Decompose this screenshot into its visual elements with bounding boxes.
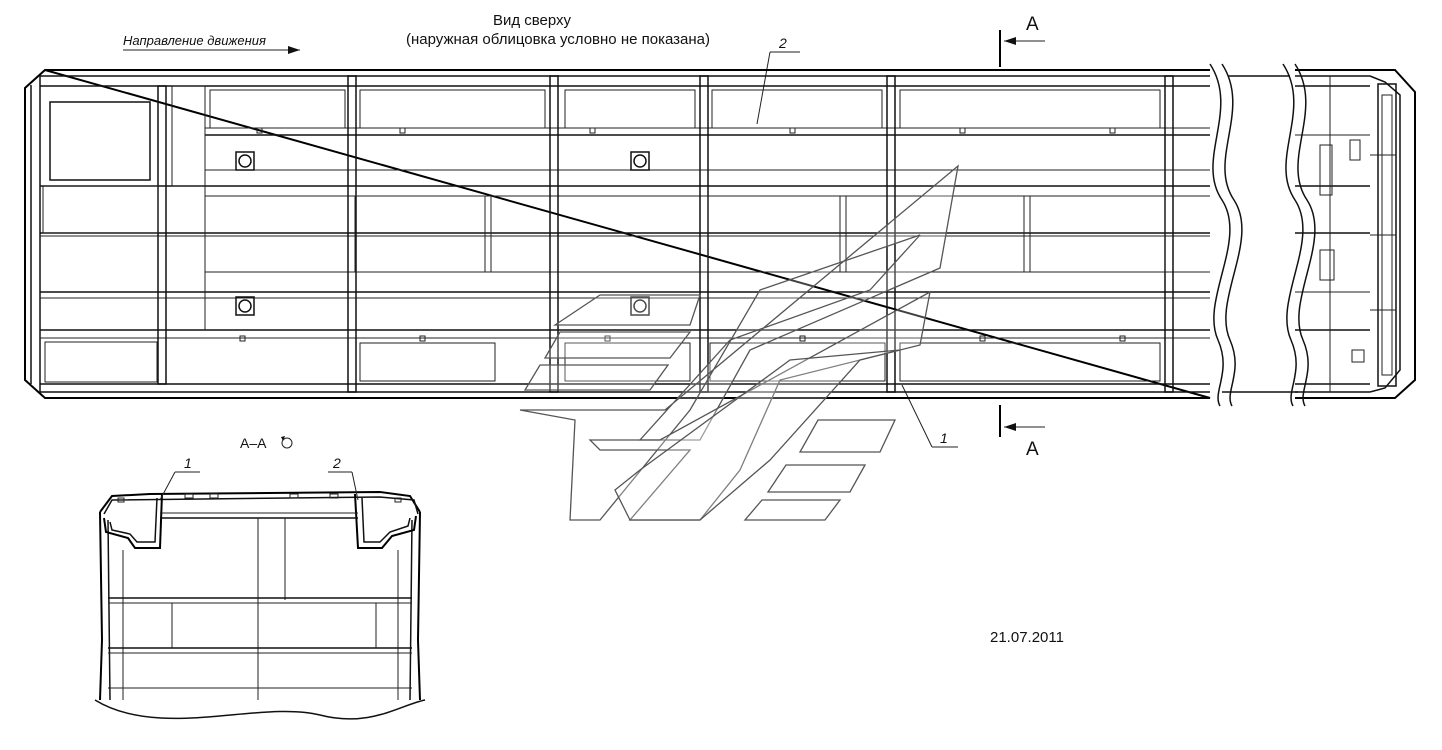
callout-1-number: 1 [940, 430, 948, 446]
watermark-logo [519, 164, 959, 521]
section-mark-bottom-letter: А [1026, 439, 1039, 460]
callout-2-leader [756, 51, 800, 125]
view-title: Вид сверху [493, 12, 572, 29]
section-callout-1: 1 [184, 455, 192, 471]
break-lines [1209, 63, 1316, 407]
bus-frame-top-view [24, 63, 1416, 407]
direction-label: Направление движения [123, 33, 266, 48]
section-mark-bottom [999, 405, 1045, 437]
rotation-icon [281, 436, 293, 449]
hatch-markers [235, 151, 650, 316]
view-subtitle: (наружная облицовка условно не показана) [406, 31, 710, 48]
callout-1-leader [901, 384, 958, 448]
section-callout-2: 2 [332, 455, 341, 471]
section-view [94, 490, 426, 720]
drawing-date: 21.07.2011 [990, 629, 1064, 646]
callout-2-number: 2 [778, 35, 787, 51]
beam-tabs [239, 127, 1126, 342]
section-mark-top [999, 30, 1045, 67]
section-callout-1-leader [159, 471, 200, 501]
direction-arrow [123, 46, 300, 54]
section-mark-top-letter: А [1026, 14, 1039, 35]
section-callout-2-leader [328, 471, 359, 501]
section-label: А–А [240, 435, 267, 451]
